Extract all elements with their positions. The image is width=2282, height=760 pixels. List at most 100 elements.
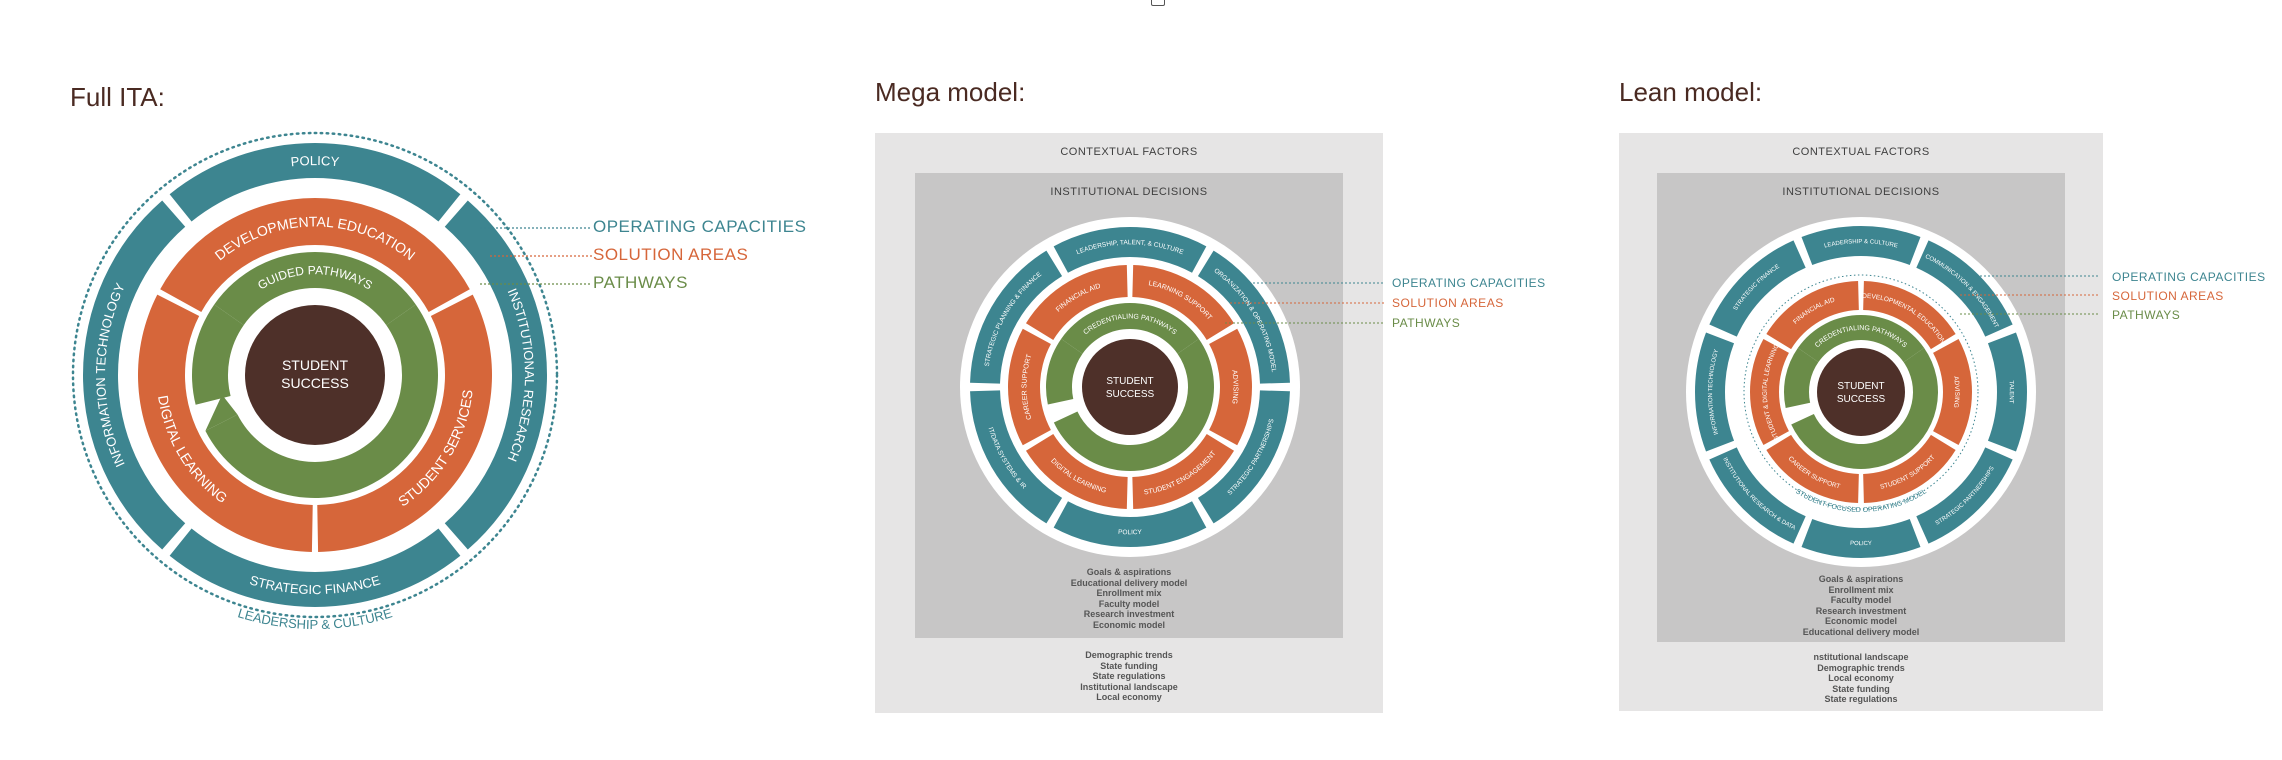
full-solution-segment xyxy=(137,294,313,552)
mega-capacity-segment xyxy=(1197,250,1290,384)
full-center-circle xyxy=(245,305,385,445)
mega-decision-item: Goals & aspirations xyxy=(1086,567,1172,577)
lean-decision-item: Goals & aspirations xyxy=(1818,574,1904,584)
lean-decision-item: Research investment xyxy=(1815,605,1907,616)
mega-capacity-segment xyxy=(1053,227,1207,273)
lean-capacity-segment xyxy=(1801,226,1921,266)
checkbox-icon xyxy=(1151,0,1165,6)
lean-solution-segment xyxy=(1933,339,1972,445)
mega-contextual-label: CONTEXTUAL FACTORS xyxy=(1060,146,1198,158)
mega-pathway-ring: CREDENTIALING PATHWAYS xyxy=(1046,303,1214,471)
lean-legend-pathways: PATHWAYS xyxy=(2112,308,2181,322)
mega-solution-segment xyxy=(1132,434,1235,509)
lean-contextual-item: Local economy xyxy=(1828,673,1894,683)
full-solution-segment xyxy=(160,198,470,312)
mega-center-line2: SUCCESS xyxy=(1106,389,1155,400)
lean-capacity-segment xyxy=(1916,240,2013,337)
lean-solution-segment xyxy=(1750,339,1789,445)
lean-contextual-label: CONTEXTUAL FACTORS xyxy=(1792,146,1930,158)
lean-capacity-segment xyxy=(1709,447,1806,544)
mega-contextual-item: State regulations xyxy=(1092,671,1166,681)
lean-contextual-item: Demographic trends xyxy=(1817,662,1905,673)
full-ita-title: Full ITA: xyxy=(70,82,165,112)
lean-solution-segment xyxy=(1766,434,1859,503)
full-capacity-label: POLICY xyxy=(290,153,340,169)
lean-pathway-segment xyxy=(1784,347,1819,409)
lean-pathway-ring: CREDENTIALING PATHWAYS xyxy=(1784,315,1938,469)
mega-capacity-label: POLICY xyxy=(1118,529,1143,537)
mega-contextual-list: Demographic trends State funding State r… xyxy=(875,650,1383,703)
mega-solution-segment xyxy=(1209,328,1252,446)
mega-title: Mega model: xyxy=(875,77,1026,107)
full-capacity-segment xyxy=(169,528,461,607)
full-legend-solution: SOLUTION AREAS xyxy=(593,245,749,264)
mega-contextual-item: Demographic trends xyxy=(1085,650,1173,660)
mega-pathway-segment xyxy=(1053,338,1214,471)
mega-decision-item: Research investment xyxy=(1083,609,1175,619)
mega-diagram: LEADERSHIP, TALENT, & CULTUREORGANIZATIO… xyxy=(960,217,1300,557)
lean-capacity-label: LEADERSHIP & CULTURE xyxy=(1824,239,1899,249)
mega-solution-label: ADVISING xyxy=(1230,370,1238,405)
mega-decision-item: Enrollment mix xyxy=(1096,588,1162,598)
lean-solution-label: ADVISING xyxy=(1952,376,1960,408)
lean-operating-model-ring xyxy=(1743,274,1979,510)
full-legend-pathways: PATHWAYS xyxy=(593,273,688,292)
mega-decision-item: Faculty model xyxy=(1098,598,1160,609)
lean-decisions-list: Goals & aspirations Enrollment mix Facul… xyxy=(1657,574,2065,637)
full-pathway-ring: GUIDED PATHWAYS xyxy=(192,252,439,499)
lean-contextual-item: State regulations xyxy=(1824,694,1898,704)
mega-contextual-item: Institutional landscape xyxy=(1080,681,1178,692)
mega-pathway-segment xyxy=(1061,303,1199,354)
mega-capacity-segment xyxy=(1053,501,1207,547)
full-outer-dotted-ring xyxy=(71,131,559,619)
mega-solution-segment xyxy=(1008,328,1051,446)
full-center-line1: STUDENT xyxy=(282,357,349,373)
lean-capacity-label: TALENT xyxy=(2007,380,2013,403)
mega-center-line1: STUDENT xyxy=(1106,376,1153,387)
lean-legend-solution: SOLUTION AREAS xyxy=(2112,289,2224,303)
lean-capacity-segment xyxy=(1709,240,1806,337)
lean-solution-segment xyxy=(1863,434,1956,503)
full-capacity-segment xyxy=(169,143,461,222)
lean-capacity-label: POLICY xyxy=(1850,541,1872,547)
mega-legend-operating: OPERATING CAPACITIES xyxy=(1392,276,1546,290)
mega-contextual-item: Local economy xyxy=(1096,692,1162,702)
lean-decision-item: Faculty model xyxy=(1830,595,1892,605)
lean-capacity-segment xyxy=(1916,447,2013,544)
lean-legend-leaders xyxy=(1960,275,2100,315)
mega-legend-solution: SOLUTION AREAS xyxy=(1392,296,1504,310)
mega-pathway-segment xyxy=(1046,338,1083,405)
lean-pathway-segment xyxy=(1791,347,1938,469)
mega-center-circle xyxy=(1082,339,1178,435)
lean-title: Lean model: xyxy=(1619,77,1763,107)
lean-solution-segment xyxy=(1766,281,1859,350)
full-pathway-segment xyxy=(192,304,244,405)
mega-capacity-segment xyxy=(970,390,1063,524)
lean-center-line2: SUCCESS xyxy=(1837,394,1886,405)
mega-institutional-label: INSTITUTIONAL DECISIONS xyxy=(1050,186,1208,198)
lean-decision-item: Educational delivery model xyxy=(1802,626,1920,637)
mega-capacity-segment xyxy=(1197,390,1290,524)
lean-solution-segment xyxy=(1863,281,1956,350)
lean-contextual-item: State funding xyxy=(1832,683,1890,694)
full-pathway-segment xyxy=(214,252,416,326)
full-pathway-notch xyxy=(205,394,238,431)
lean-capacity-segment xyxy=(1801,518,1921,558)
mega-solution-segment xyxy=(1025,265,1128,340)
mega-legend-pathways: PATHWAYS xyxy=(1392,316,1461,330)
full-outer-label: LEADERSHIP & CULTURE xyxy=(236,605,394,630)
mega-solution-segment xyxy=(1132,265,1235,340)
mega-solution-segment xyxy=(1025,434,1128,509)
mega-decision-item: Economic model xyxy=(1092,619,1165,630)
full-legend-operating: OPERATING CAPACITIES xyxy=(593,217,807,236)
mega-legend-leaders xyxy=(1225,282,1385,324)
mega-decision-item: Educational delivery model xyxy=(1070,577,1188,588)
lean-legend-operating: OPERATING CAPACITIES xyxy=(2112,270,2266,284)
lean-decision-item: Enrollment mix xyxy=(1828,584,1894,595)
full-pathway-segment xyxy=(205,304,439,499)
lean-contextual-item: nstitutional landscape xyxy=(1813,652,1909,662)
mega-decisions-list: Goals & aspirations Educational delivery… xyxy=(915,567,1343,630)
full-capacity-segment xyxy=(444,200,547,550)
